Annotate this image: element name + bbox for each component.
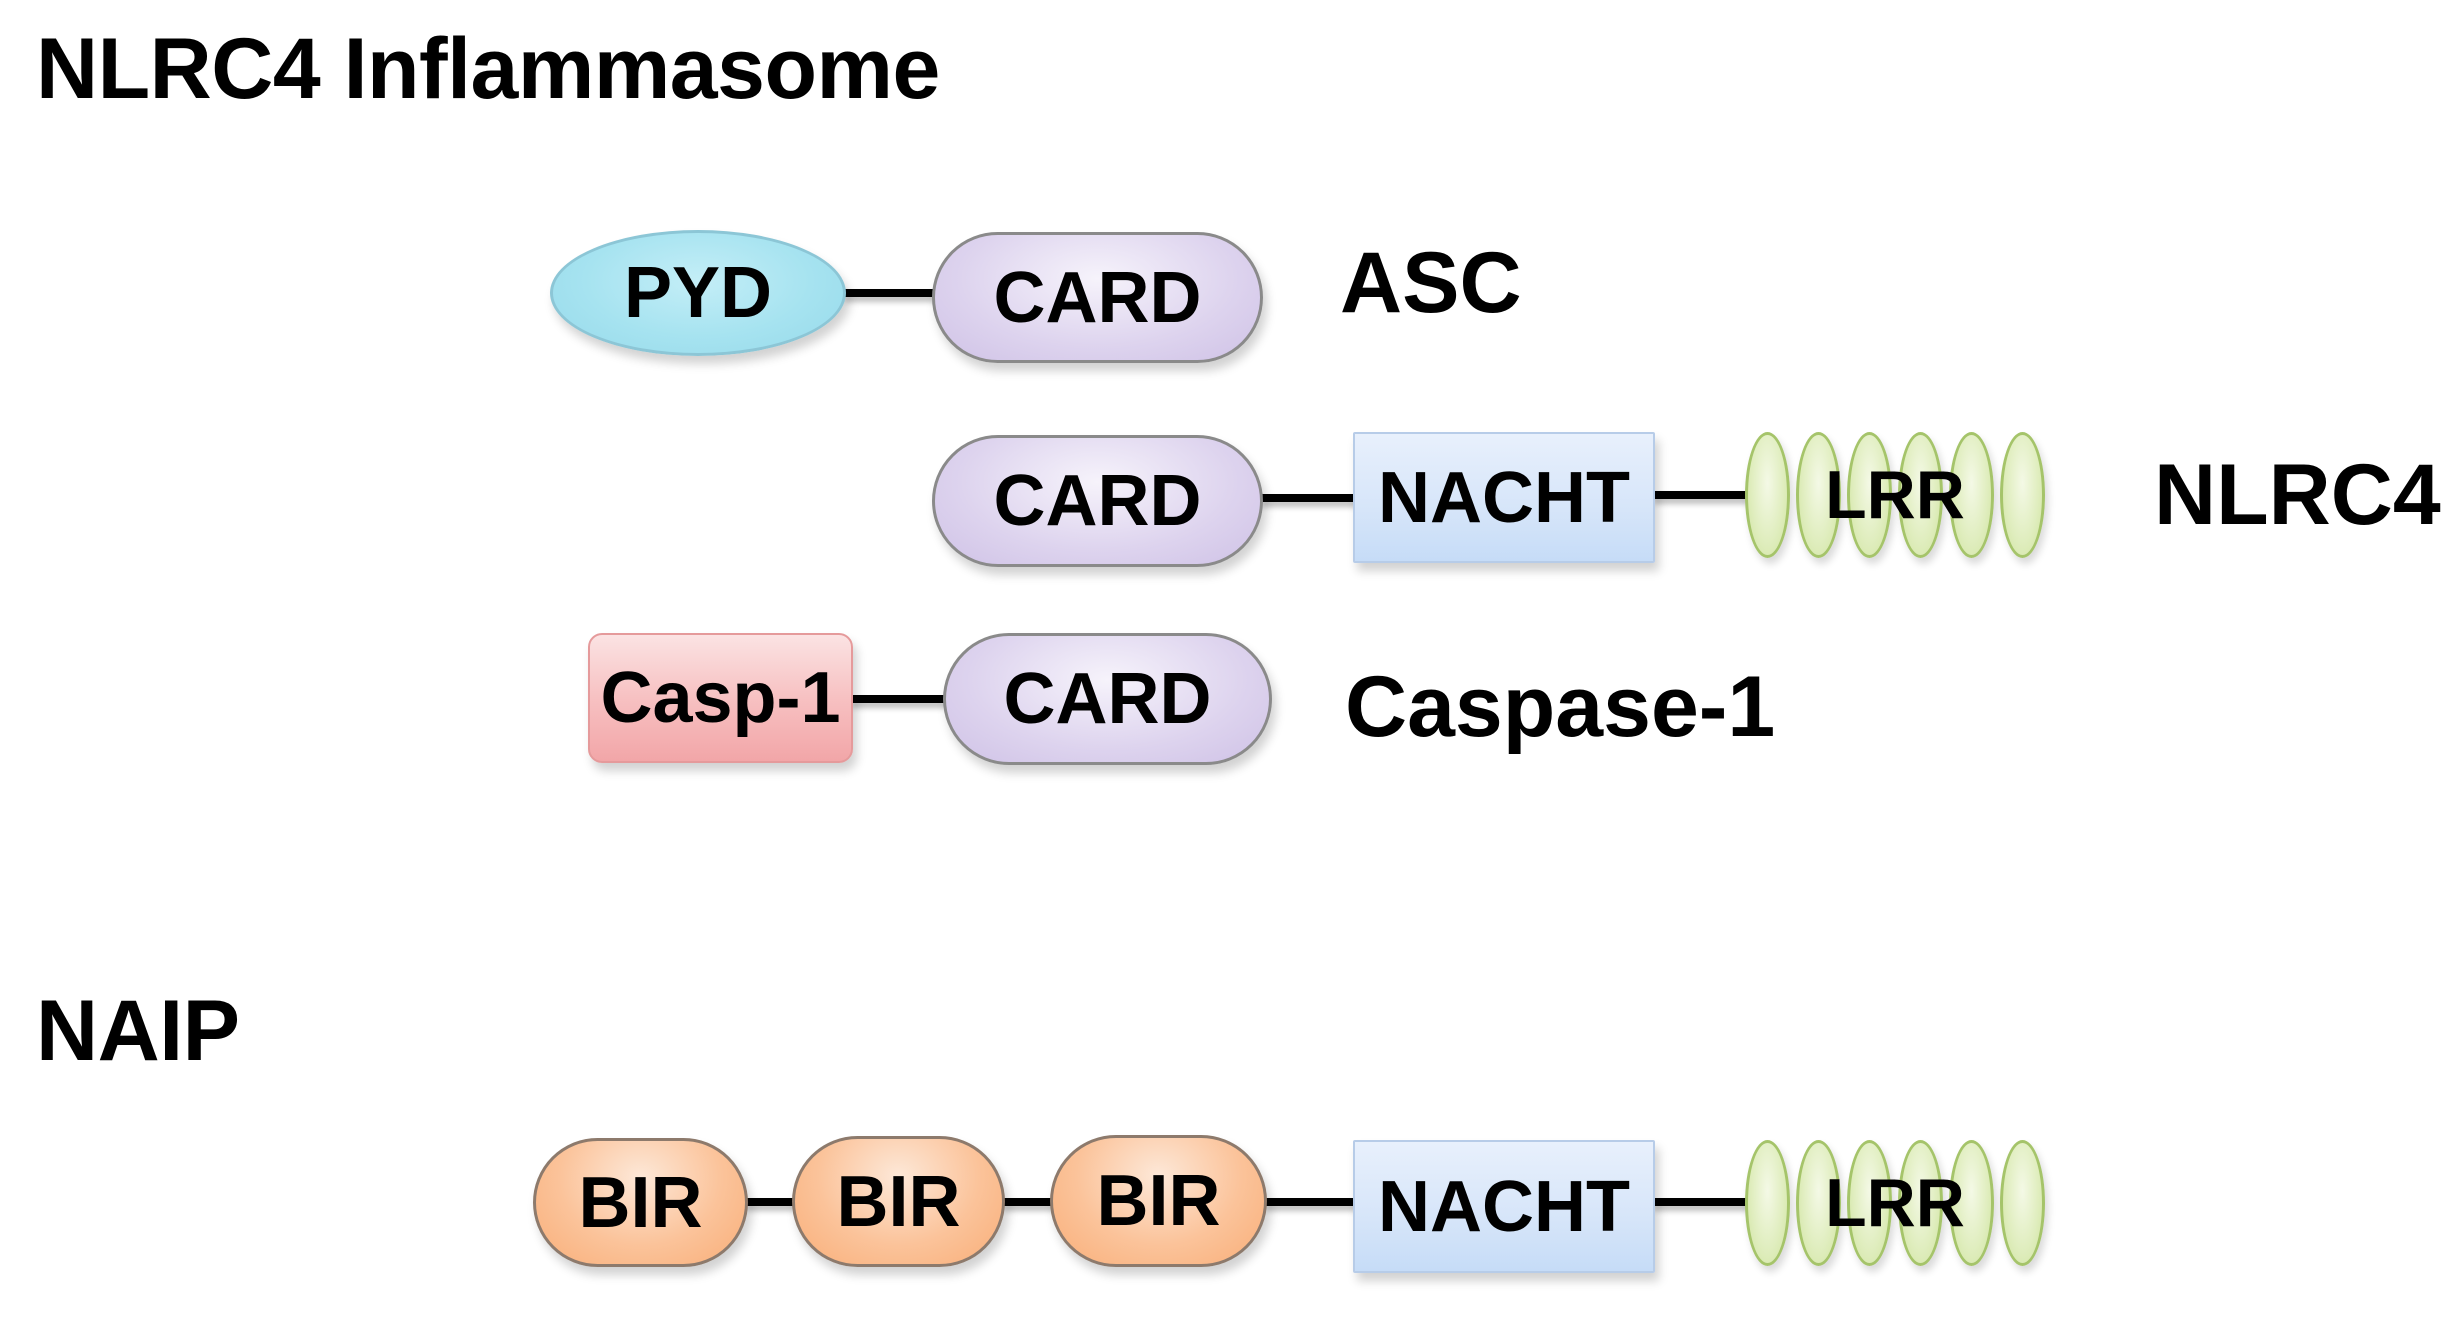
lrr-repeat [2000,1140,2045,1266]
bir-domain: BIR [533,1138,748,1267]
bir-domain: BIR [792,1136,1005,1267]
bir-domain: BIR [1050,1135,1267,1267]
card-domain: CARD [943,633,1272,765]
linker [1652,491,1748,499]
casp1-domain: Casp-1 [588,633,853,763]
linker [1652,1198,1748,1206]
linker [843,289,935,297]
lrr-repeat [1796,432,1841,558]
lrr-domain: LRR [1745,432,2045,558]
caspase1-label: Caspase-1 [1345,659,1776,755]
lrr-repeat [1949,1140,1994,1266]
lrr-repeat [1847,1140,1892,1266]
lrr-domain: LRR [1745,1140,2045,1266]
card-domain: CARD [932,232,1263,363]
asc-label: ASC [1340,235,1522,331]
lrr-repeat [1949,432,1994,558]
lrr-label: LRR [1825,1165,1965,1241]
nlrc4-label: NLRC4 [2154,447,2441,543]
nacht-domain: NACHT [1353,432,1655,563]
inflammasome-title: NLRC4 Inflammasome [36,21,940,117]
linker [745,1198,795,1206]
lrr-repeat [2000,432,2045,558]
lrr-repeat [1898,1140,1943,1266]
naip-title: NAIP [36,983,240,1079]
lrr-repeat [1796,1140,1841,1266]
card-domain: CARD [932,435,1263,567]
linker [1260,494,1356,502]
pyd-domain: PYD [550,230,846,356]
lrr-repeat [1745,1140,1790,1266]
lrr-repeat [1898,432,1943,558]
linker [850,695,946,703]
lrr-repeat [1847,432,1892,558]
lrr-label: LRR [1825,457,1965,533]
lrr-repeat [1745,432,1790,558]
linker [1264,1198,1356,1206]
nacht-domain: NACHT [1353,1140,1655,1273]
linker [1002,1198,1054,1206]
